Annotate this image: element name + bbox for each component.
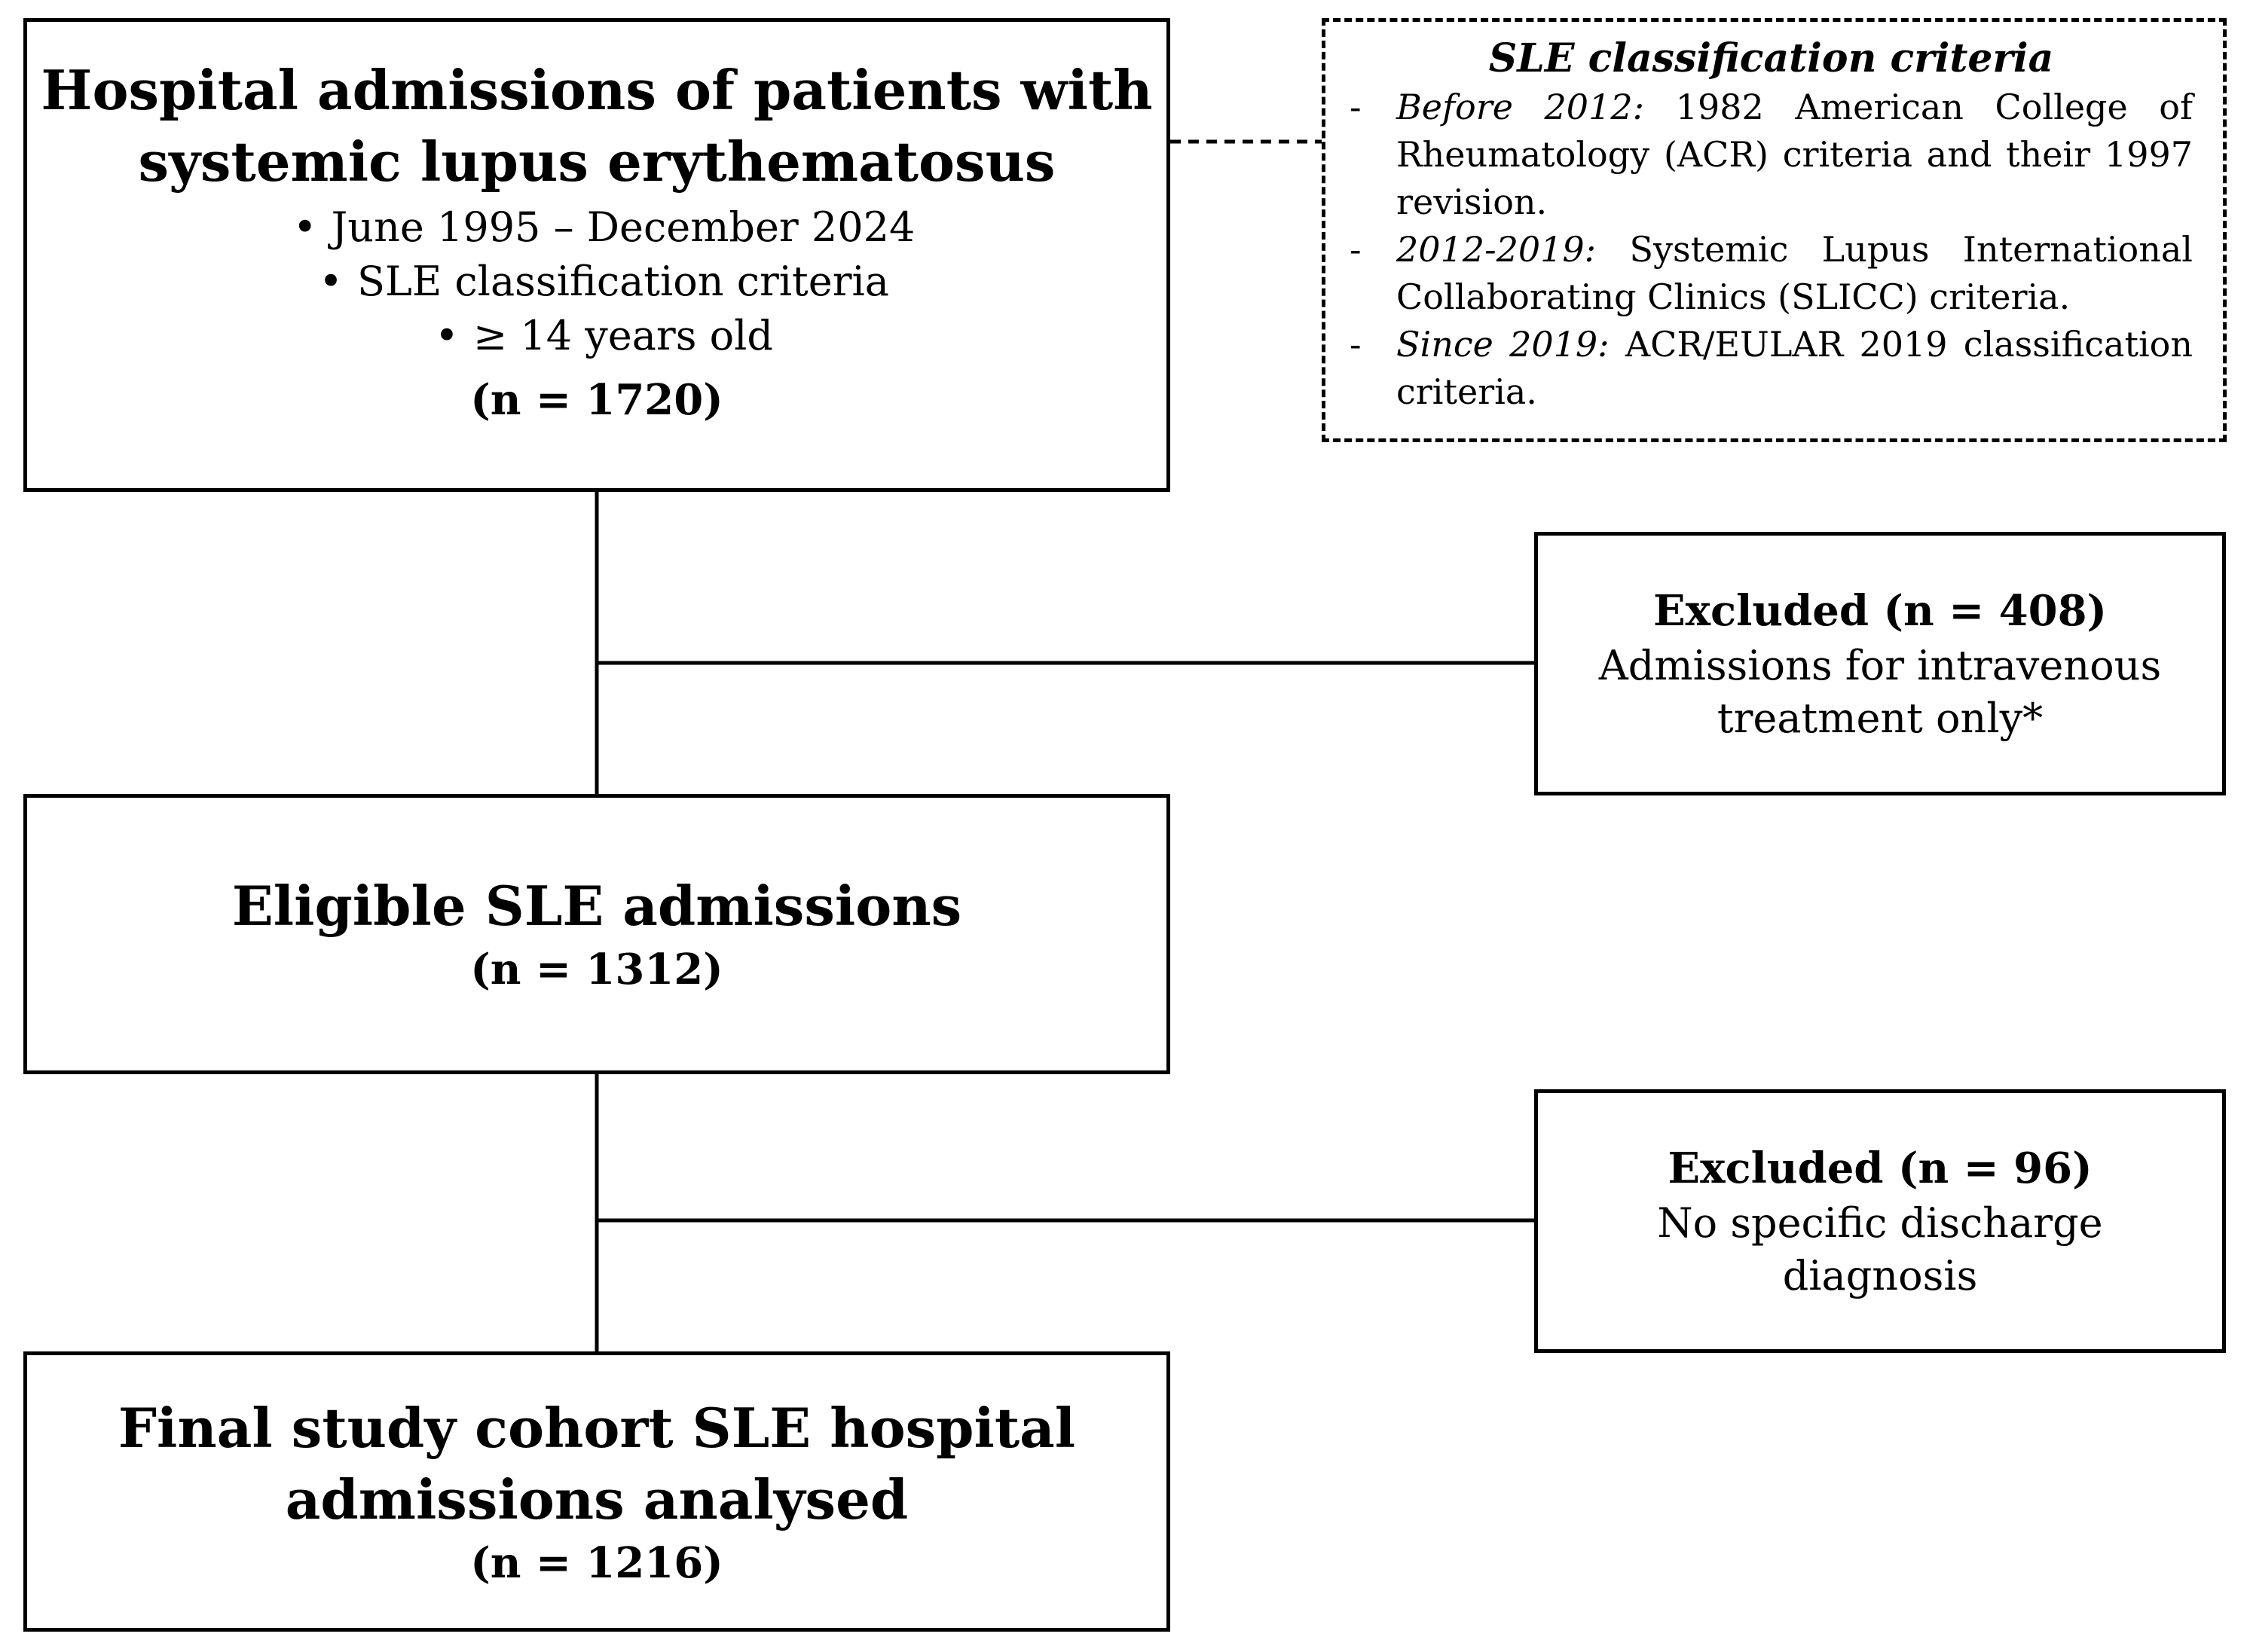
admissions-title-line-1: Hospital admissions of patients with bbox=[41, 58, 1153, 122]
admissions-bullet-list: • June 1995 – December 2024 • SLE classifi… bbox=[279, 200, 916, 363]
criteria-item: -Before 2012: 1982 American College of R… bbox=[1350, 84, 2193, 226]
bullet-icon: • bbox=[435, 312, 459, 359]
excluded-2-reason-line-1: No specific discharge bbox=[1657, 1199, 2103, 1247]
dash-icon: - bbox=[1350, 229, 1362, 270]
excluded-1-reason-line-1: Admissions for intravenous bbox=[1598, 641, 2162, 689]
excluded-box-1: Excluded (n = 408) Admissions for intrav… bbox=[1534, 532, 2226, 795]
eligible-box: Eligible SLE admissions (n = 1312) bbox=[23, 794, 1170, 1074]
criteria-period: 2012-2019: bbox=[1396, 229, 1597, 270]
eligible-title: Eligible SLE admissions bbox=[231, 874, 962, 938]
final-count: (n = 1216) bbox=[470, 1537, 723, 1588]
excluded-1-reason-line-2: treatment only* bbox=[1717, 694, 2044, 742]
criteria-text: 1982 American College of Rheumatology (A… bbox=[1396, 87, 2194, 222]
criteria-item: -2012-2019: Systemic Lupus International… bbox=[1350, 226, 2193, 321]
admissions-count: (n = 1720) bbox=[470, 375, 723, 425]
eligible-count: (n = 1312) bbox=[470, 945, 723, 994]
criteria-period: Before 2012: bbox=[1396, 87, 1645, 127]
criteria-item: -Since 2019: ACR/EULAR 2019 classificati… bbox=[1350, 321, 2193, 416]
criteria-text: Systemic Lupus International Collaborati… bbox=[1396, 229, 2194, 317]
admissions-bullet-text: June 1995 – December 2024 bbox=[331, 203, 916, 251]
admissions-bullet-item: • June 1995 – December 2024 bbox=[279, 200, 916, 255]
bullet-icon: • bbox=[292, 203, 317, 251]
excluded-1-title: Excluded (n = 408) bbox=[1652, 585, 2108, 636]
criteria-period: Since 2019: bbox=[1396, 324, 1610, 365]
admissions-bullet-item: • SLE classification criteria bbox=[279, 255, 916, 309]
excluded-2-reason-line-2: diagnosis bbox=[1782, 1251, 1978, 1299]
admissions-bullet-text: SLE classification criteria bbox=[357, 258, 889, 305]
dash-icon: - bbox=[1350, 324, 1362, 365]
excluded-box-2: Excluded (n = 96) No specific discharge … bbox=[1534, 1089, 2226, 1353]
admissions-bullet-text: ≥ 14 years old bbox=[472, 312, 773, 359]
bullet-icon: • bbox=[319, 258, 343, 305]
excluded-2-title: Excluded (n = 96) bbox=[1668, 1143, 2093, 1193]
admissions-box: Hospital admissions of patients with sys… bbox=[23, 18, 1170, 492]
admissions-bullet-item: • ≥ 14 years old bbox=[279, 309, 916, 363]
final-title-line-1: Final study cohort SLE hospital bbox=[118, 1395, 1076, 1460]
dash-icon: - bbox=[1350, 87, 1362, 127]
criteria-text: ACR/EULAR 2019 classification criteria. bbox=[1396, 324, 2193, 412]
criteria-title: SLE classification criteria bbox=[1488, 35, 2054, 81]
admissions-title-line-2: systemic lupus erythematosus bbox=[138, 130, 1056, 194]
final-title-line-2: admissions analysed bbox=[285, 1467, 909, 1531]
classification-criteria-box: SLE classification criteria -Before 2012… bbox=[1322, 18, 2227, 442]
final-cohort-box: Final study cohort SLE hospital admissio… bbox=[23, 1351, 1170, 1632]
